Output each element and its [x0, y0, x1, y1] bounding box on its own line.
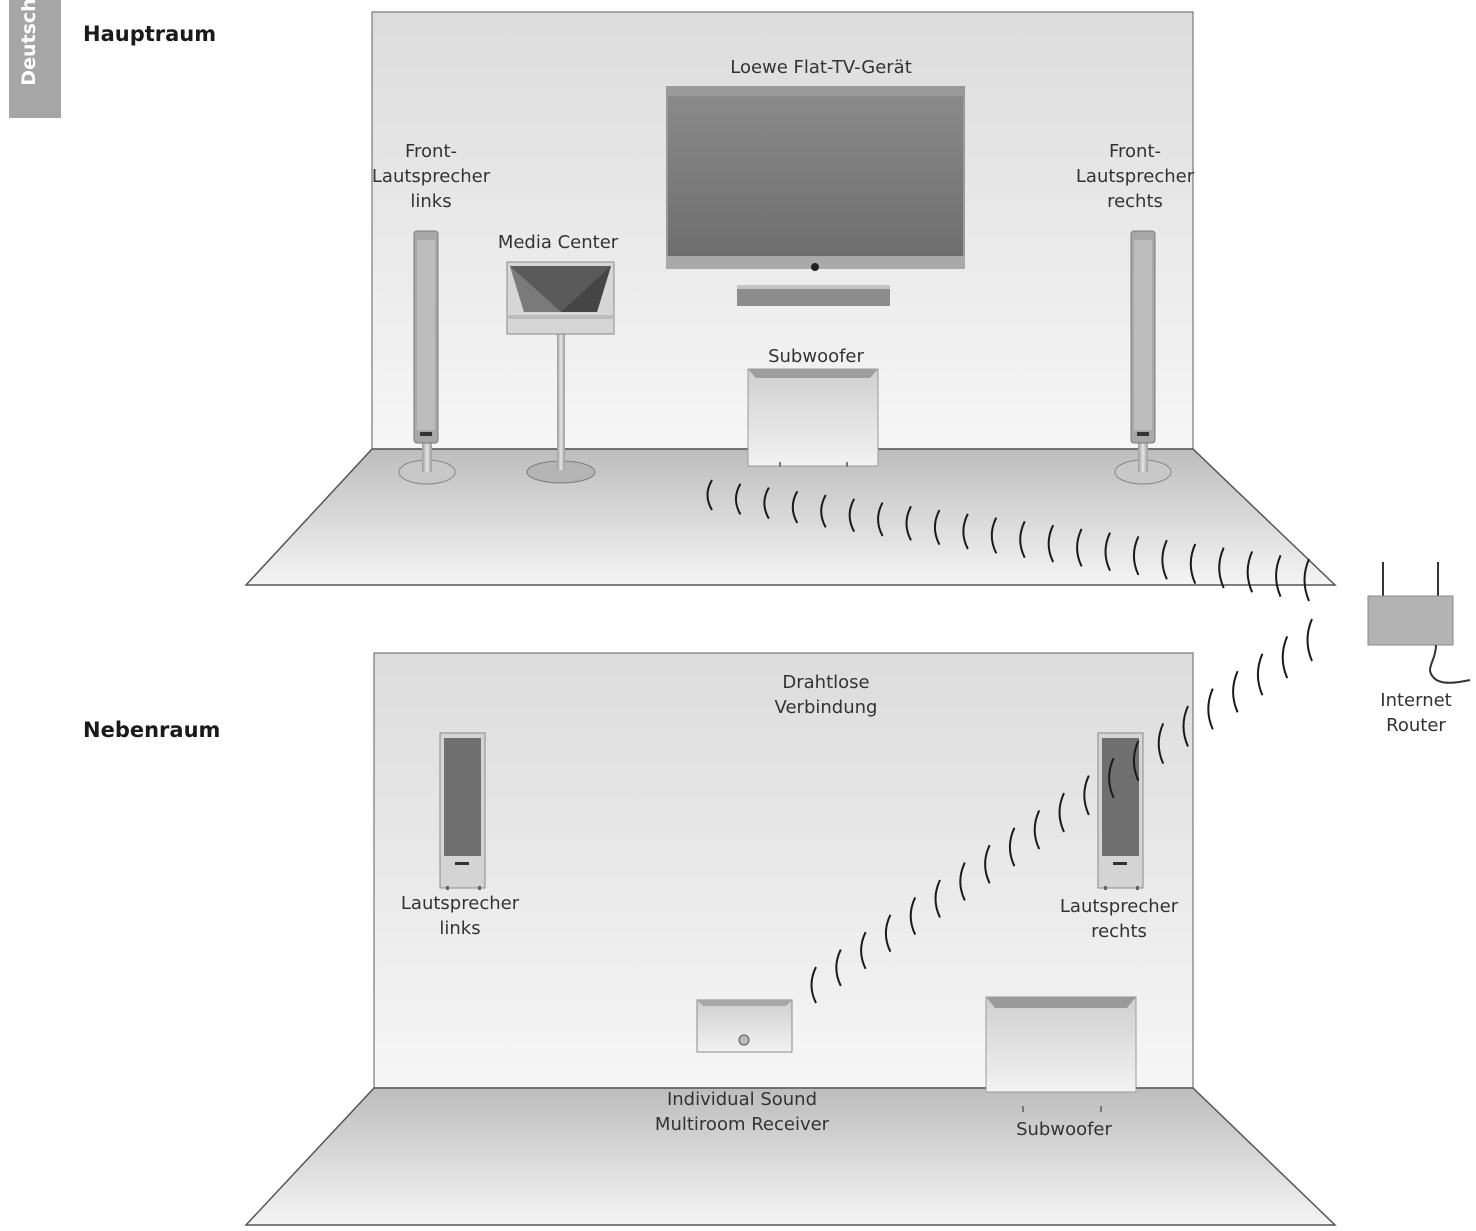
wave-arc	[848, 498, 856, 533]
wave-arc	[791, 490, 799, 524]
wave-arc	[1132, 740, 1140, 782]
wave-arc	[1083, 775, 1090, 816]
wave-arc	[884, 914, 892, 953]
main-room-floor	[244, 448, 1337, 586]
wireless-connection-label: Drahtlose Verbindung	[774, 672, 878, 718]
language-tab-label: Deutsch	[18, 0, 40, 86]
wave-arc	[1008, 827, 1016, 867]
wave-arc	[1218, 547, 1225, 589]
wave-arc	[1047, 524, 1055, 563]
secondary-subwoofer-graphic	[985, 996, 1137, 1112]
wave-arc	[1033, 809, 1041, 850]
receiver-label: Individual Sound Multiroom Receiver	[654, 1089, 830, 1135]
main-subwoofer-label: Subwoofer	[768, 346, 864, 367]
wave-arc	[820, 494, 827, 528]
main-room-heading: Hauptraum	[83, 22, 217, 46]
front-speaker-left-graphic	[398, 230, 456, 485]
wave-arc	[1189, 543, 1197, 585]
wave-arc	[835, 949, 842, 987]
wave-arc	[1132, 536, 1140, 576]
wave-arc	[877, 502, 884, 537]
wave-arc	[706, 479, 713, 511]
secondary-room-heading: Nebenraum	[83, 718, 221, 742]
wave-arc	[1076, 528, 1083, 567]
wave-arc	[763, 487, 770, 520]
wave-arc	[860, 931, 867, 970]
front-speaker-right-label: Front- Lautsprecher rechts	[1075, 141, 1195, 212]
wave-arc	[962, 513, 969, 550]
wave-arc	[1058, 792, 1065, 833]
wave-arc	[1207, 688, 1214, 730]
wave-arc	[990, 517, 998, 554]
wave-arc	[959, 862, 966, 901]
main-subwoofer-graphic	[747, 368, 879, 467]
wave-arc	[984, 844, 991, 884]
wave-arc	[1232, 670, 1239, 713]
wave-arc	[933, 509, 941, 546]
wave-arc	[810, 966, 817, 1004]
wave-arc	[1108, 757, 1115, 799]
main-room	[244, 11, 1337, 586]
wave-arc	[1246, 551, 1254, 593]
speaker-right-graphic	[1097, 732, 1144, 890]
wave-arc	[1256, 653, 1264, 696]
wave-arc	[734, 483, 742, 515]
wave-arc	[1019, 520, 1026, 559]
tv-graphic	[666, 86, 965, 306]
wave-arc	[1157, 722, 1165, 765]
wave-arc	[1275, 554, 1282, 598]
language-side-tab	[9, 0, 61, 118]
secondary-room-floor	[244, 1087, 1337, 1226]
media-center-graphic	[506, 261, 615, 484]
wireless-waves-secondary-room	[810, 618, 1313, 1004]
secondary-room	[244, 652, 1337, 1226]
router-graphic	[1367, 562, 1471, 684]
wave-arc	[1182, 705, 1189, 747]
front-speaker-left-label: Front- Lautsprecher links	[371, 141, 491, 212]
wireless-waves-main-room	[706, 479, 1310, 602]
wave-arc	[1306, 618, 1313, 662]
speaker-right-label: Lautsprecher rechts	[1059, 896, 1179, 942]
router-label: Internet Router	[1380, 690, 1452, 736]
speaker-left-label: Lautsprecher links	[400, 893, 520, 939]
wave-arc	[1104, 532, 1111, 572]
speaker-left-graphic	[439, 732, 486, 890]
secondary-subwoofer-label: Subwoofer	[1016, 1119, 1112, 1140]
receiver-graphic	[696, 999, 793, 1053]
tv-label: Loewe Flat-TV-Gerät	[730, 57, 912, 78]
wave-arc	[934, 879, 941, 918]
wave-arc	[1281, 636, 1289, 679]
wave-arc	[1161, 539, 1168, 580]
media-center-label: Media Center	[497, 232, 619, 253]
wave-arc	[1303, 558, 1310, 602]
wave-arc	[905, 505, 912, 541]
front-speaker-right-graphic	[1114, 230, 1172, 485]
wave-arc	[909, 896, 917, 936]
